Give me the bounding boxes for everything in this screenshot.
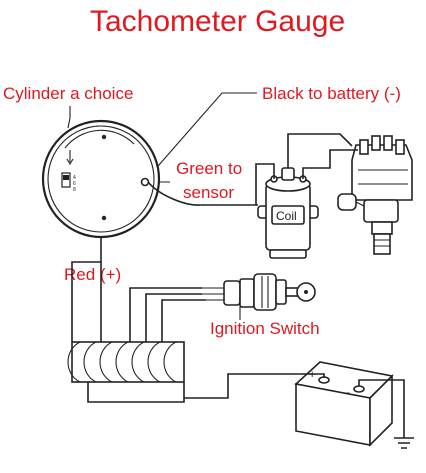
cylinder-selector-knob xyxy=(63,175,69,180)
coil-to-distributor-wire xyxy=(302,149,358,179)
distributor-shaft-lower xyxy=(373,233,391,255)
black-wire-label: Black to battery (-) xyxy=(262,84,401,103)
ignition-switch xyxy=(202,273,316,311)
switch-face xyxy=(275,279,287,305)
coil-negative-lead xyxy=(255,163,275,205)
battery-negative-terminal xyxy=(353,385,365,393)
ignition-coil: Coil xyxy=(257,167,319,259)
distributor-post xyxy=(383,135,393,151)
cylinder-mark-6: 6 xyxy=(73,181,76,187)
tachometer-gauge: 4 6 8 xyxy=(41,119,161,239)
coil-base xyxy=(269,249,307,259)
gauge-pointer-arrow xyxy=(66,150,74,166)
battery-minus-sign: - xyxy=(346,385,350,399)
gauge-mount-hole xyxy=(101,215,107,221)
coil-label-plate xyxy=(271,205,305,225)
battery-positive-wire xyxy=(184,373,325,399)
switch-wire-3 xyxy=(161,299,206,342)
switch-barrel xyxy=(253,273,277,311)
gauge-bezel xyxy=(47,125,155,233)
ground-symbol xyxy=(358,379,414,449)
harness-return-wire xyxy=(87,382,185,403)
gauge-mount-hole xyxy=(101,134,107,140)
distributor xyxy=(337,135,413,255)
distributor-body xyxy=(363,199,399,223)
coil-label: Coil xyxy=(276,209,297,223)
ground-bars xyxy=(394,437,414,449)
vacuum-link xyxy=(355,201,365,207)
gauge-scale-arc xyxy=(64,129,135,149)
green-wire-label-line2: sensor xyxy=(183,183,234,202)
distributor-post xyxy=(371,135,381,151)
gauge-body xyxy=(41,119,161,239)
green-wire-label-line1: Green to xyxy=(176,159,242,178)
coil-tower xyxy=(281,167,295,181)
battery-side xyxy=(369,374,393,447)
black-wire-leader xyxy=(143,92,257,183)
green-wire xyxy=(147,181,258,206)
cylinder-leader xyxy=(67,106,71,129)
battery: + - xyxy=(294,361,394,447)
distributor-cap-rib xyxy=(358,169,408,185)
wire-harness-coil xyxy=(67,341,185,383)
red-wire xyxy=(71,237,102,342)
coil-high-tension-lead xyxy=(287,133,353,168)
key-hole xyxy=(304,290,308,294)
distributor-shaft-upper xyxy=(371,221,393,235)
cylinder-mark-8: 8 xyxy=(73,187,76,193)
switch-wire-2 xyxy=(145,293,202,342)
vacuum-advance xyxy=(337,193,357,211)
ignition-switch-label: Ignition Switch xyxy=(210,319,320,338)
battery-plus-sign: + xyxy=(309,369,315,381)
switch-wire-1 xyxy=(129,287,202,342)
distributor-post xyxy=(359,139,369,155)
wiring xyxy=(71,133,358,403)
cylinder-mark-4: 4 xyxy=(73,175,76,181)
red-wire-label: Red (+) xyxy=(64,265,121,284)
harness-loops xyxy=(67,341,177,383)
switch-wires xyxy=(202,287,226,301)
distributor-shaft-rings xyxy=(374,239,390,247)
switch-connector xyxy=(223,280,241,306)
diagram-title: Tachometer Gauge xyxy=(90,5,345,38)
cylinder-label: Cylinder a choice xyxy=(3,84,133,103)
distributor-post xyxy=(395,139,405,155)
switch-nut xyxy=(239,278,255,308)
switch-barrel-lines xyxy=(261,276,269,308)
gauge-wire-terminal xyxy=(140,177,150,187)
ground-wire xyxy=(358,379,405,438)
